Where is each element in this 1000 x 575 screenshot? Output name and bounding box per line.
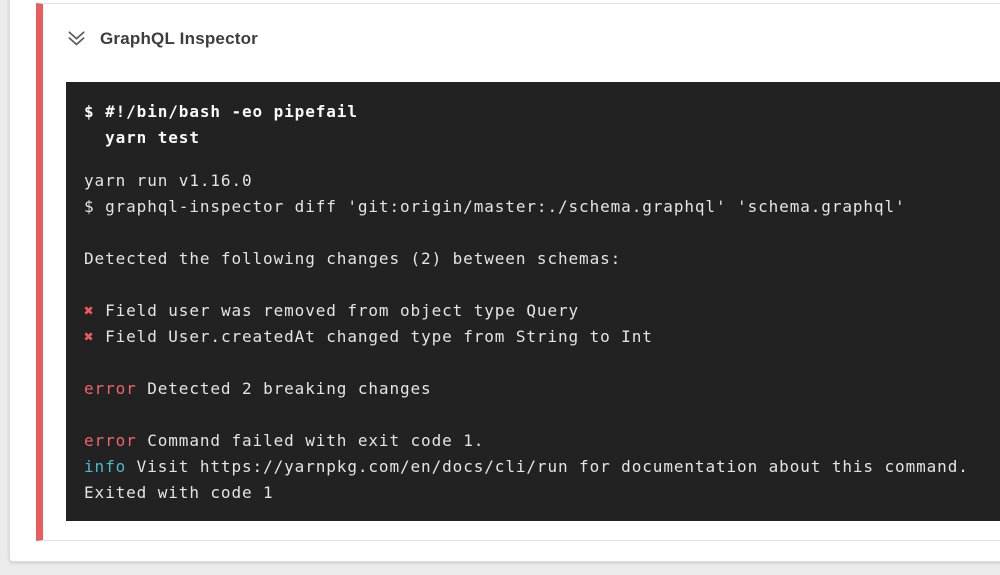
terminal-line: Exited with code 1 bbox=[84, 480, 1000, 506]
terminal-line: Detected the following changes (2) betwe… bbox=[84, 246, 1000, 272]
terminal-segment-info: info bbox=[84, 457, 127, 476]
terminal-segment-plain: yarn run v1.16.0 bbox=[84, 171, 253, 190]
double-chevron-down-icon[interactable] bbox=[65, 27, 88, 50]
terminal-segment-plain: Exited with code 1 bbox=[84, 483, 274, 502]
terminal-blank-line bbox=[84, 151, 1000, 168]
terminal-segment-cross: ✖ bbox=[84, 301, 95, 320]
terminal-segment-plain: Command failed with exit code 1. bbox=[136, 431, 485, 450]
terminal-segment-bold: $ #!/bin/bash -eo pipefail bbox=[84, 102, 358, 121]
terminal-line: $ graphql-inspector diff 'git:origin/mas… bbox=[84, 194, 1000, 220]
terminal-line: ✖ Field user was removed from object typ… bbox=[84, 298, 1000, 324]
step-header[interactable]: GraphQL Inspector bbox=[43, 4, 1000, 82]
terminal-line: yarn run v1.16.0 bbox=[84, 168, 1000, 194]
terminal-segment-plain: Visit https://yarnpkg.com/en/docs/cli/ru… bbox=[126, 457, 969, 476]
terminal-blank-line bbox=[84, 272, 1000, 298]
terminal-segment-bold: yarn test bbox=[84, 128, 200, 147]
terminal-line: error Detected 2 breaking changes bbox=[84, 376, 1000, 402]
terminal-segment-plain: $ graphql-inspector diff 'git:origin/mas… bbox=[84, 197, 906, 216]
terminal-segment-plain: Field user was removed from object type … bbox=[94, 301, 580, 320]
terminal-blank-line bbox=[84, 402, 1000, 428]
terminal-segment-error: error bbox=[84, 431, 137, 450]
terminal-segment-plain: Detected 2 breaking changes bbox=[136, 379, 432, 398]
terminal-output: $ #!/bin/bash -eo pipefail yarn test yarn… bbox=[66, 82, 1000, 521]
step-title: GraphQL Inspector bbox=[100, 29, 259, 48]
terminal-segment-cross: ✖ bbox=[84, 327, 95, 346]
terminal-blank-line bbox=[84, 350, 1000, 376]
step-graphql-inspector: GraphQL Inspector $ #!/bin/bash -eo pipe… bbox=[36, 3, 1000, 541]
terminal-line: info Visit https://yarnpkg.com/en/docs/c… bbox=[84, 454, 1000, 480]
terminal-line: error Command failed with exit code 1. bbox=[84, 428, 1000, 454]
build-output-card: GraphQL Inspector $ #!/bin/bash -eo pipe… bbox=[9, 0, 1000, 562]
terminal-segment-plain: Field User.createdAt changed type from S… bbox=[94, 327, 653, 346]
terminal-segment-plain: Detected the following changes (2) betwe… bbox=[84, 249, 622, 268]
terminal-blank-line bbox=[84, 220, 1000, 246]
terminal-segment-error: error bbox=[84, 379, 137, 398]
terminal-line: ✖ Field User.createdAt changed type from… bbox=[84, 324, 1000, 350]
terminal-line: yarn test bbox=[84, 125, 1000, 151]
terminal-line: $ #!/bin/bash -eo pipefail bbox=[84, 99, 1000, 125]
